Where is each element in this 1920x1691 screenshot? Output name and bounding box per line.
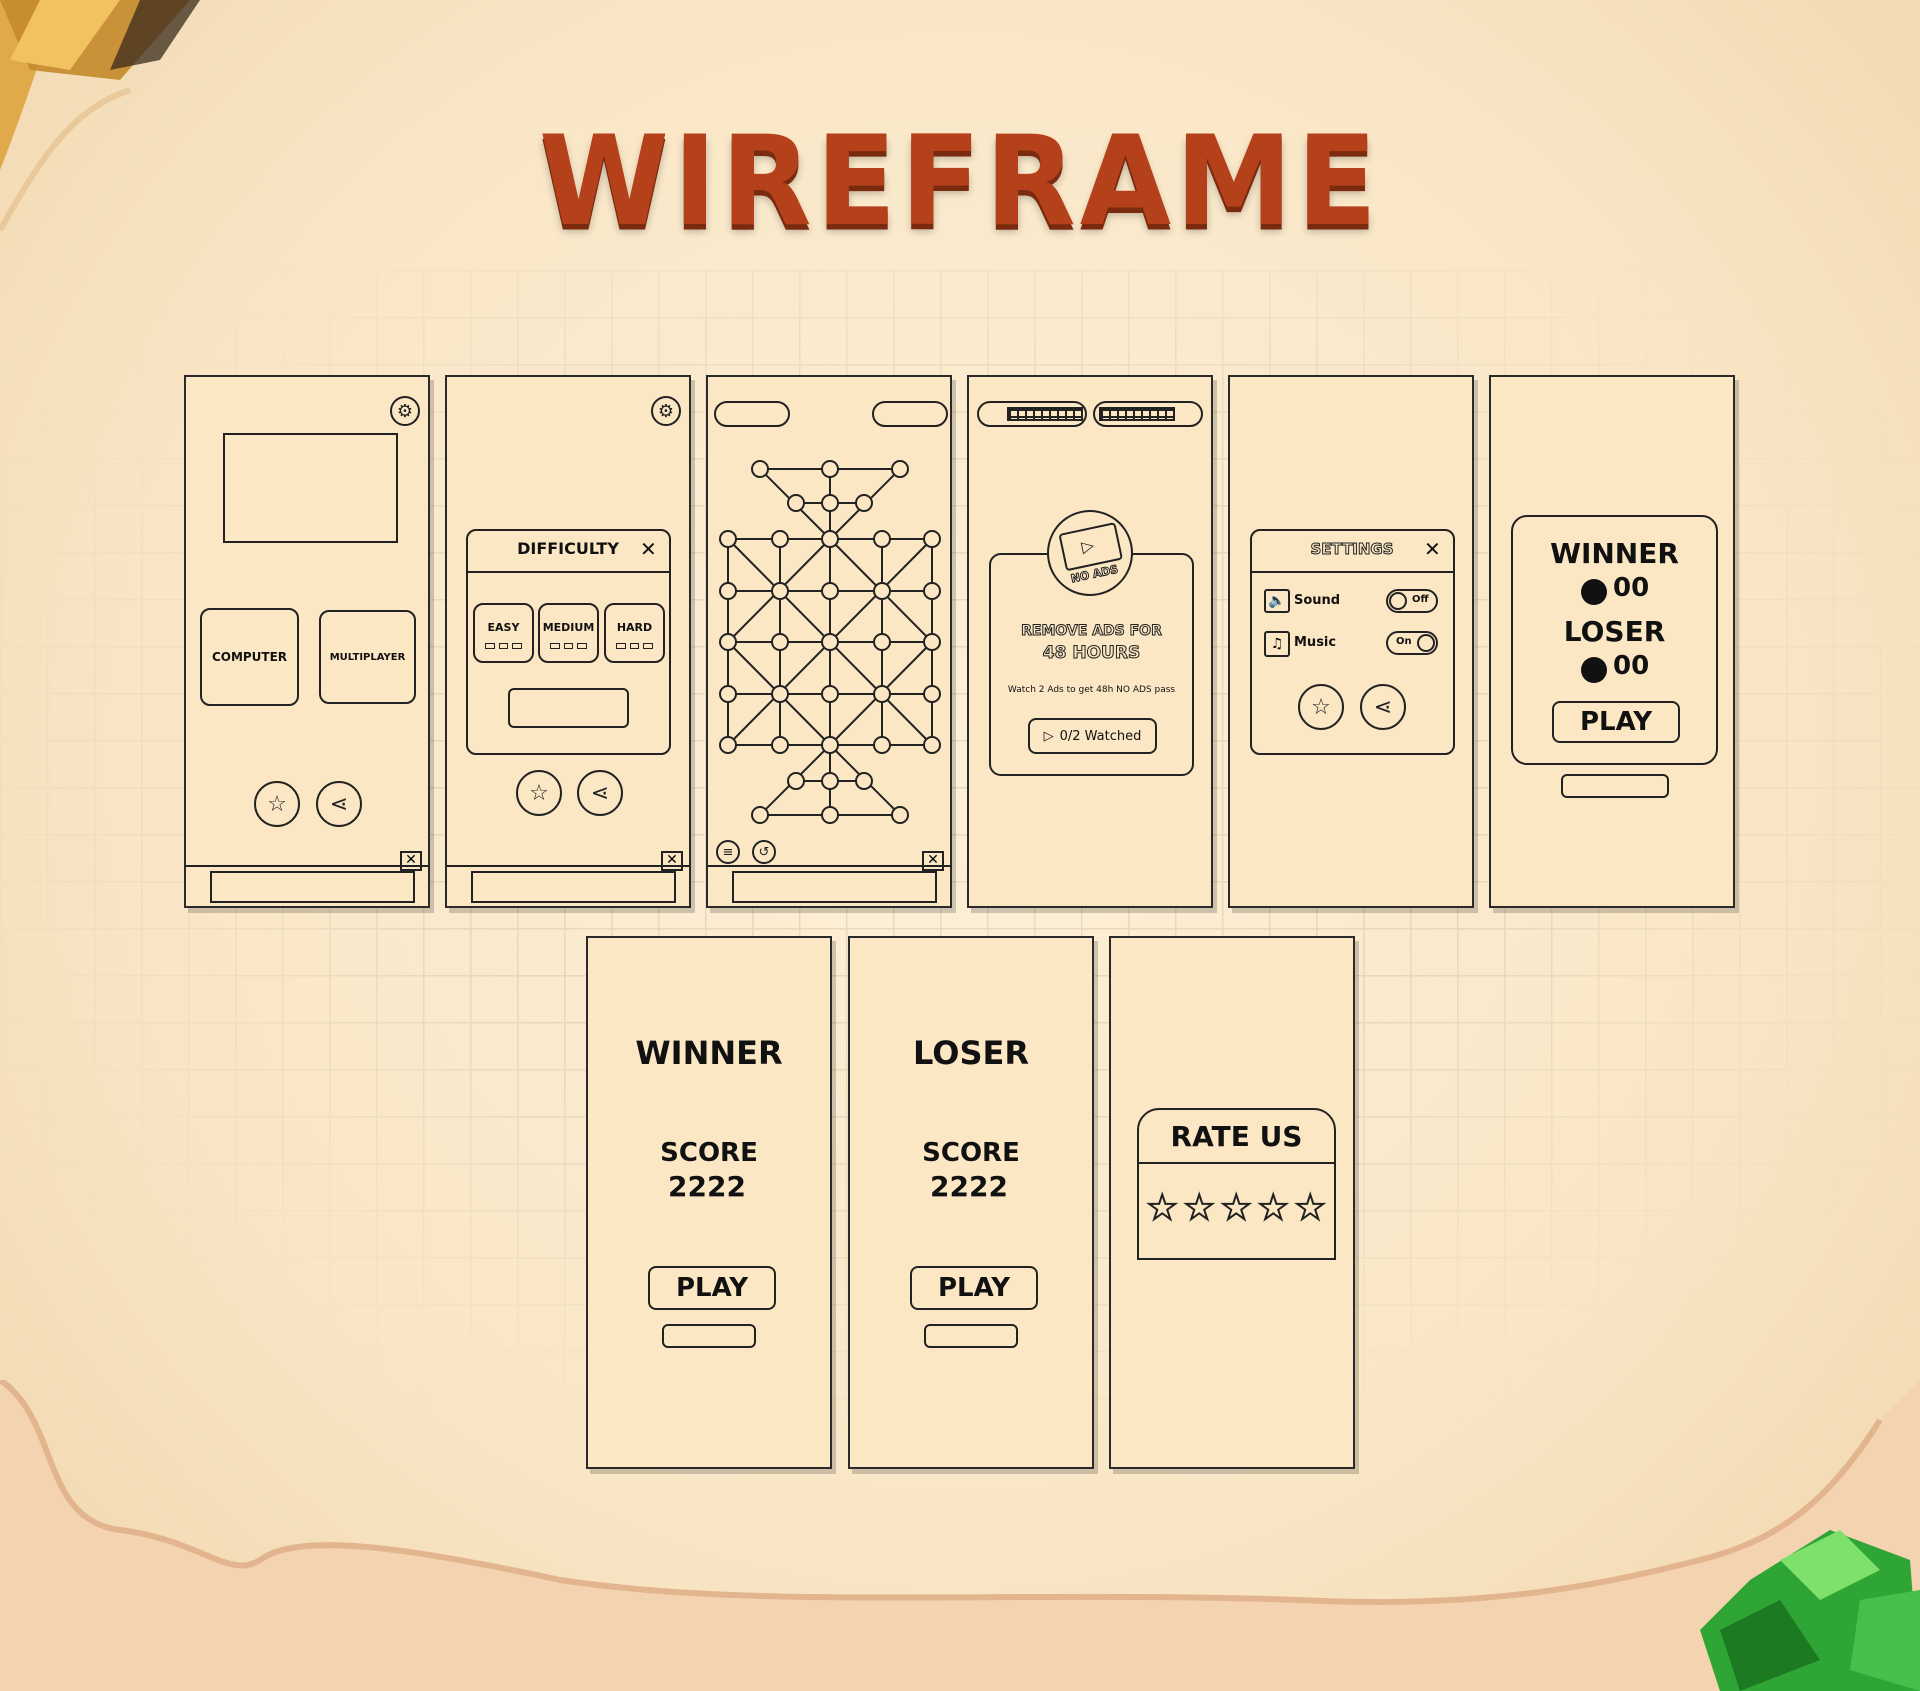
secondary-button[interactable]: [662, 1324, 756, 1348]
star-icon[interactable]: ☆: [254, 781, 300, 827]
hard-button[interactable]: HARD: [604, 603, 665, 663]
loser-title: LOSER: [913, 1034, 1029, 1072]
torn-edge: [0, 1380, 1920, 1691]
gear-icon[interactable]: ⚙: [390, 396, 420, 426]
screen-settings: SETTINGS ✕ 🔈 Sound Off ♫ Music On ☆ ⋖: [1228, 375, 1474, 908]
screen-home: ⚙ COMPUTER MULTIPLAYER ☆ ⋖ ✕: [184, 375, 430, 908]
star-icon[interactable]: ★: [1183, 1187, 1216, 1229]
currency-pill-2: [1093, 401, 1203, 427]
star-icon[interactable]: ☆: [516, 770, 562, 816]
confirm-button[interactable]: [508, 688, 629, 728]
gem-decoration: [1700, 1530, 1920, 1691]
screen-loser: LOSER SCORE 2222 PLAY: [848, 936, 1094, 1469]
winner-score: 00: [1613, 573, 1650, 603]
winner-title: WINNER: [635, 1034, 783, 1072]
music-toggle[interactable]: On: [1386, 631, 1438, 655]
ad-banner: [732, 871, 937, 903]
music-label: Music: [1294, 635, 1337, 650]
screen-winner: WINNER SCORE 2222 PLAY: [586, 936, 832, 1469]
screen-result: WINNER 00 LOSER 00 PLAY: [1489, 375, 1735, 908]
ad-banner: [210, 871, 415, 903]
score-label: SCORE: [660, 1138, 758, 1168]
computer-button[interactable]: COMPUTER: [200, 608, 299, 706]
player2-pill: [872, 401, 948, 427]
loser-label: LOSER: [1563, 615, 1666, 648]
page-title: WIREFRAME: [538, 108, 1382, 254]
screen-no-ads: REMOVE ADS FOR 48 HOURS Watch 2 Ads to g…: [967, 375, 1213, 908]
play-button[interactable]: PLAY: [648, 1266, 776, 1310]
close-icon[interactable]: ✕: [400, 851, 422, 871]
close-icon[interactable]: ✕: [1424, 537, 1441, 561]
winner-label: WINNER: [1550, 537, 1679, 570]
play-button[interactable]: PLAY: [1552, 701, 1680, 743]
no-ads-subtext: Watch 2 Ads to get 48h NO ADS pass: [1007, 685, 1176, 695]
rate-dialog: RATE US ★ ★ ★ ★ ★: [1137, 1108, 1336, 1260]
screen-rate-us: RATE US ★ ★ ★ ★ ★: [1109, 936, 1355, 1469]
dialog-title: SETTINGS: [1310, 540, 1394, 559]
winner-token: [1581, 579, 1607, 605]
loser-token: [1581, 657, 1607, 683]
close-icon[interactable]: ✕: [922, 851, 944, 871]
score-value: 2222: [930, 1170, 1008, 1203]
no-ads-heading-line1: REMOVE ADS FOR: [1021, 623, 1163, 640]
loser-score: 00: [1613, 651, 1650, 681]
result-dialog: WINNER 00 LOSER 00 PLAY: [1511, 515, 1718, 765]
watch-ads-button[interactable]: ▷ 0/2 Watched: [1028, 718, 1157, 754]
banner-divider: [186, 865, 428, 867]
play-icon: ▷: [1043, 728, 1054, 744]
sound-label: Sound: [1294, 593, 1341, 608]
secondary-button[interactable]: [1561, 774, 1669, 798]
speaker-icon: 🔈: [1264, 589, 1290, 613]
rate-title: RATE US: [1170, 1120, 1303, 1153]
share-icon[interactable]: ⋖: [1360, 684, 1406, 730]
currency-pill-1: [977, 401, 1087, 427]
game-board[interactable]: [708, 377, 950, 857]
share-icon[interactable]: ⋖: [316, 781, 362, 827]
dialog-title: DIFFICULTY: [517, 539, 619, 558]
star-icon[interactable]: ☆: [1298, 684, 1344, 730]
score-value: 2222: [668, 1170, 746, 1203]
player1-pill: [714, 401, 790, 427]
difficulty-dialog: DIFFICULTY ✕ EASY MEDIUM HARD: [466, 529, 671, 755]
star-icon[interactable]: ★: [1220, 1187, 1253, 1229]
score-label: SCORE: [922, 1138, 1020, 1168]
gear-icon[interactable]: ⚙: [651, 396, 681, 426]
corner-decoration: [0, 0, 200, 232]
music-note-icon: ♫: [1264, 631, 1290, 657]
undo-icon[interactable]: ↺: [752, 840, 776, 864]
menu-icon[interactable]: ≡: [716, 840, 740, 864]
logo-placeholder: [223, 433, 398, 543]
medium-button[interactable]: MEDIUM: [538, 603, 599, 663]
close-icon[interactable]: ✕: [640, 537, 657, 561]
multiplayer-button[interactable]: MULTIPLAYER: [319, 610, 416, 704]
sound-toggle[interactable]: Off: [1386, 589, 1438, 613]
close-icon[interactable]: ✕: [661, 851, 683, 871]
star-icon[interactable]: ★: [1294, 1187, 1327, 1229]
star-icon[interactable]: ★: [1257, 1187, 1290, 1229]
secondary-button[interactable]: [924, 1324, 1018, 1348]
banner-divider: [447, 865, 689, 867]
screen-game-board: ≡ ↺ ✕: [706, 375, 952, 908]
share-icon[interactable]: ⋖: [577, 770, 623, 816]
banner-divider: [708, 865, 950, 867]
play-button[interactable]: PLAY: [910, 1266, 1038, 1310]
screen-difficulty: ⚙ DIFFICULTY ✕ EASY MEDIUM HARD ☆ ⋖ ✕: [445, 375, 691, 908]
settings-dialog: SETTINGS ✕ 🔈 Sound Off ♫ Music On ☆ ⋖: [1250, 529, 1455, 755]
ad-banner: [471, 871, 676, 903]
no-ads-heading-line2: 48 HOURS: [1042, 643, 1141, 664]
star-icon[interactable]: ★: [1146, 1187, 1179, 1229]
easy-button[interactable]: EASY: [473, 603, 534, 663]
